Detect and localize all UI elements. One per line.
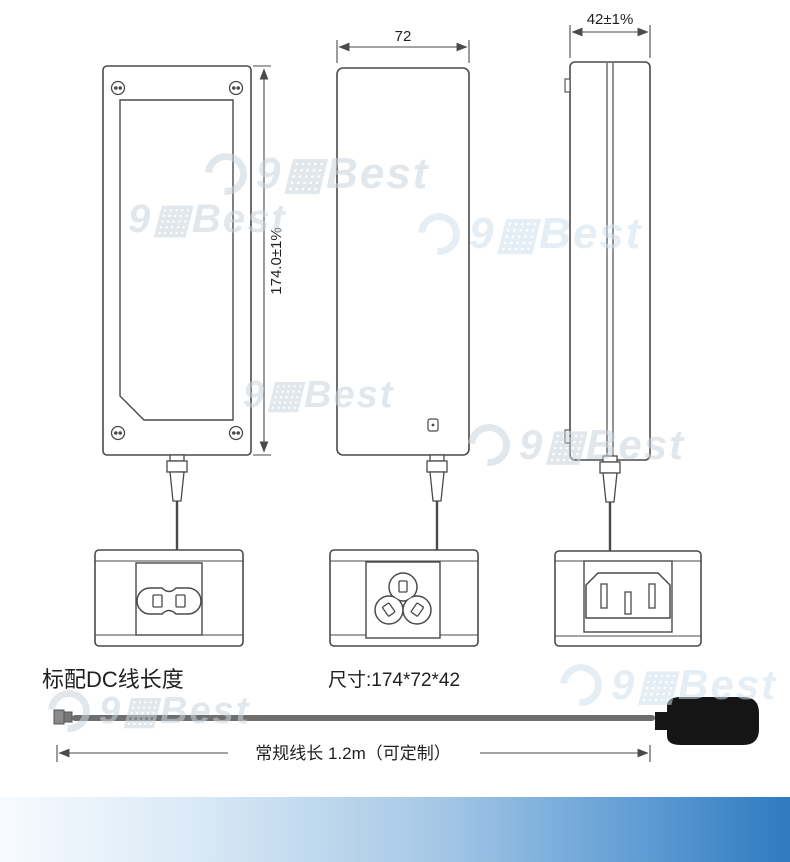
width-dimension: 72 bbox=[336, 28, 470, 63]
footer-gradient-bar bbox=[0, 797, 790, 862]
c8-pin-slot bbox=[152, 594, 163, 608]
edge-view bbox=[564, 61, 651, 553]
inlet-block-c8 bbox=[94, 549, 244, 647]
strain-relief bbox=[165, 453, 189, 552]
dc-cable-title: 标配DC线长度 bbox=[42, 667, 184, 692]
depth-dimension: 42±1% bbox=[569, 11, 651, 58]
strain-relief bbox=[425, 453, 449, 552]
c8-inlet-outline bbox=[136, 587, 202, 615]
cable-length-dimension: 常规线长 1.2m（可定制） bbox=[56, 744, 651, 763]
edge-view-outline bbox=[569, 61, 651, 461]
dc-connector-tip bbox=[63, 711, 73, 723]
side-view-outline bbox=[336, 67, 470, 456]
c14-inlet-outline bbox=[585, 572, 671, 619]
side-tab bbox=[564, 429, 571, 444]
front-view bbox=[102, 65, 252, 552]
side-view bbox=[336, 67, 470, 552]
screw-icon bbox=[228, 425, 244, 441]
c14-pin-slot bbox=[648, 583, 656, 609]
strain-relief bbox=[598, 454, 622, 553]
depth-dimension-label: 42±1% bbox=[587, 11, 634, 28]
adapter-plug-silhouette bbox=[655, 697, 759, 745]
screw-hole-dot bbox=[431, 423, 435, 427]
c14-pin-slot bbox=[600, 583, 608, 609]
label-window bbox=[119, 99, 234, 421]
c6-inlet-outline bbox=[374, 572, 432, 625]
height-dimension-label: 174.0±1% bbox=[268, 227, 285, 294]
c14-pin-slot bbox=[624, 591, 632, 615]
dc-connector bbox=[53, 709, 65, 725]
side-tab bbox=[564, 78, 571, 93]
c6-pin-slot bbox=[382, 602, 396, 617]
cable-assembly bbox=[53, 697, 759, 745]
inlet-block-c6 bbox=[329, 549, 479, 647]
c8-pin-slot bbox=[175, 594, 186, 608]
height-dimension: 174.0±1% bbox=[253, 65, 285, 456]
screw-icon bbox=[110, 80, 126, 96]
inlet-block-c14 bbox=[554, 550, 702, 647]
cable-length-label: 常规线长 1.2m（可定制） bbox=[255, 744, 451, 763]
c6-pin-slot bbox=[410, 602, 424, 617]
cable-line bbox=[72, 715, 655, 721]
width-dimension-label: 72 bbox=[395, 28, 412, 45]
screw-icon bbox=[110, 425, 126, 441]
c6-pin-slot bbox=[398, 580, 408, 593]
screw-icon bbox=[228, 80, 244, 96]
size-label: 尺寸:174*72*42 bbox=[328, 669, 460, 691]
